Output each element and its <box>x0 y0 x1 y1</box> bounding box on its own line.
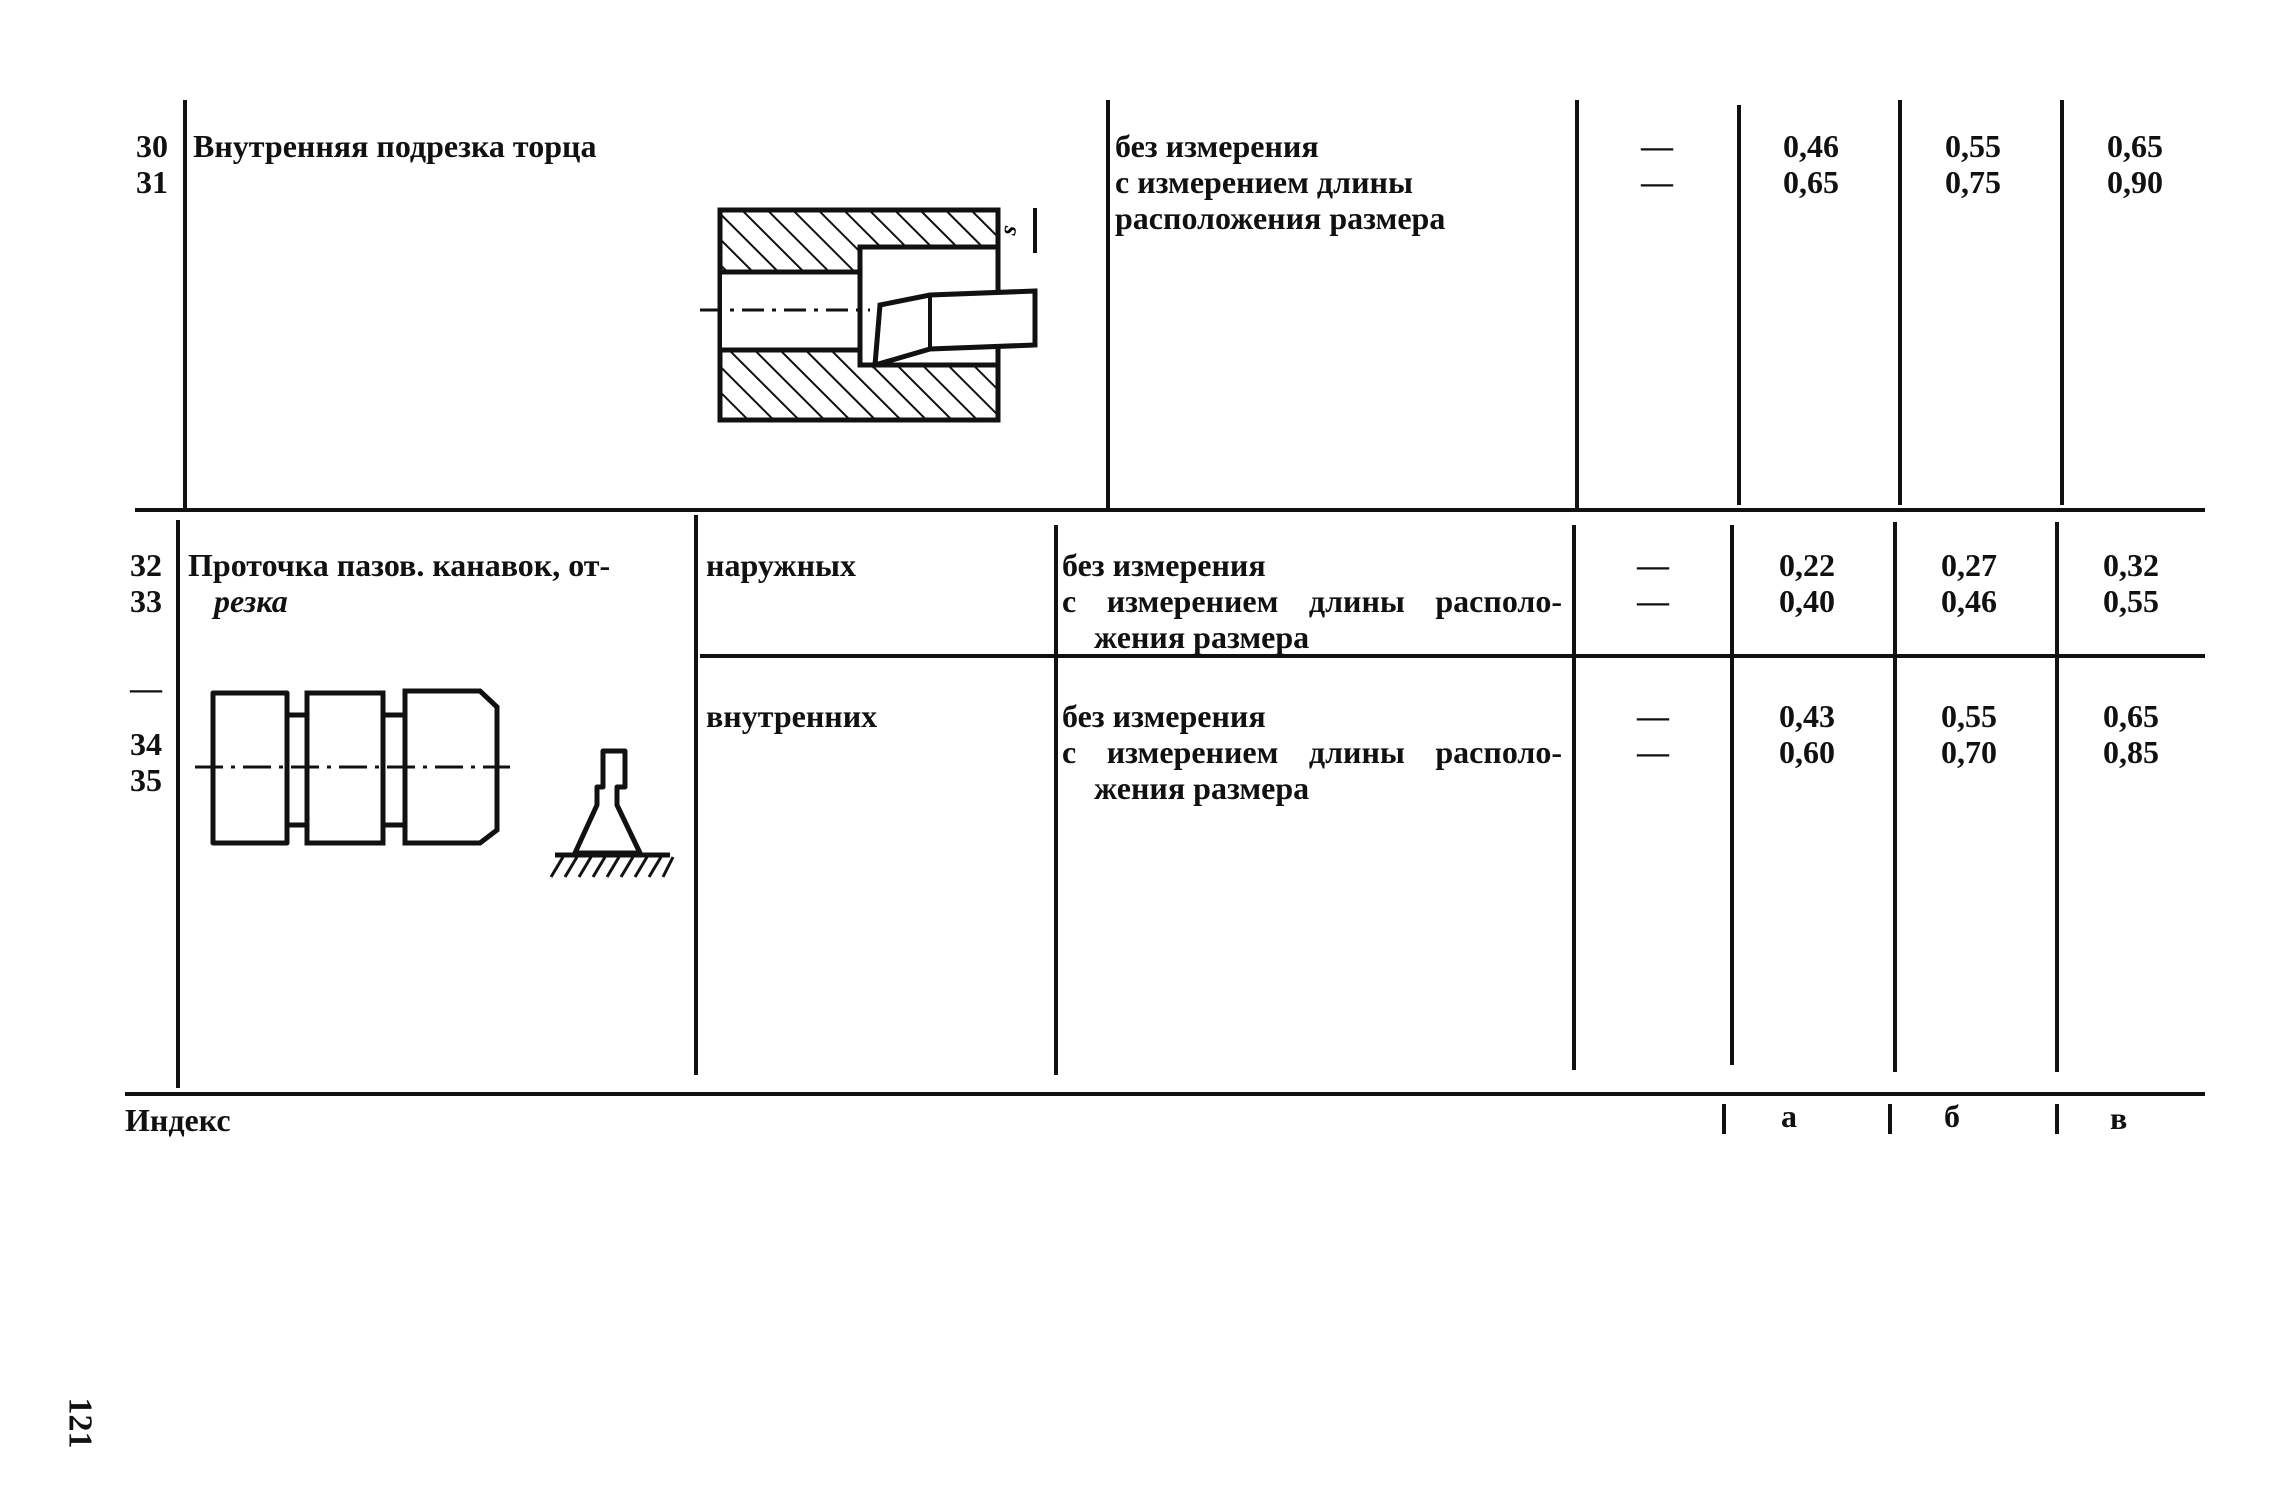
number-separator: — <box>130 670 162 706</box>
row-title: Внутренняя подрезка торца <box>193 128 597 164</box>
internal-facing-sketch: s <box>700 207 1038 423</box>
row-number-31: 31 <box>136 164 168 200</box>
row-divider <box>135 508 2205 512</box>
value-a: 0,46 <box>1783 128 1839 164</box>
condition-line: с измерением длины располо- <box>1062 583 1562 619</box>
row2-sub-border <box>694 515 698 1075</box>
row1-dash-border <box>1575 100 1579 508</box>
dash-cell: — <box>1637 547 1669 583</box>
condition-line: жения размера <box>1094 619 1310 655</box>
row1-b-border <box>1898 100 1902 505</box>
value-b: 0,70 <box>1941 734 1997 770</box>
row-number-30: 30 <box>136 128 168 164</box>
row2-v-border <box>2055 522 2059 1072</box>
value-b: 0,55 <box>1945 128 2001 164</box>
value-v: 0,85 <box>2103 734 2159 770</box>
condition-line: расположения размера <box>1115 200 1446 236</box>
row-title: Проточка пазов. канавок, от- <box>188 547 611 583</box>
subrow-divider <box>700 654 2205 658</box>
dash-cell: — <box>1641 128 1673 164</box>
row-number-32: 32 <box>130 547 162 583</box>
condition-line: без измерения <box>1062 698 1266 734</box>
dash-cell: — <box>1637 583 1669 619</box>
row1-cond-border <box>1106 100 1110 508</box>
value-b: 0,46 <box>1941 583 1997 619</box>
value-b: 0,55 <box>1941 698 1997 734</box>
column-label-v: в <box>2110 1100 2128 1136</box>
condition-line: с измерением длины <box>1115 164 1413 200</box>
subcategory-inner: внутренних <box>706 698 878 734</box>
row1-v-border <box>2060 100 2064 505</box>
value-a: 0,60 <box>1779 734 1835 770</box>
value-v: 0,55 <box>2103 583 2159 619</box>
parting-tool-sketch <box>549 748 675 878</box>
value-b: 0,27 <box>1941 547 1997 583</box>
page-number: 121 <box>61 1397 99 1449</box>
footer-rule <box>125 1092 2205 1096</box>
dash-cell: — <box>1641 164 1673 200</box>
value-v: 0,90 <box>2107 164 2163 200</box>
dash-cell: — <box>1637 698 1669 734</box>
row-number-33: 33 <box>130 583 162 619</box>
value-a: 0,40 <box>1779 583 1835 619</box>
dash-cell: — <box>1637 734 1669 770</box>
svg-text:s: s <box>995 223 1022 238</box>
row2-cond-border <box>1054 525 1058 1075</box>
footer-tick-v <box>2055 1104 2059 1134</box>
condition-line: без измерения <box>1062 547 1266 583</box>
row1-left-border <box>183 100 187 508</box>
row2-left-border <box>176 520 180 1088</box>
value-v: 0,32 <box>2103 547 2159 583</box>
value-a: 0,22 <box>1779 547 1835 583</box>
value-a: 0,65 <box>1783 164 1839 200</box>
column-label-a: а <box>1781 1098 1797 1134</box>
row-number-35: 35 <box>130 762 162 798</box>
footer-tick-a <box>1722 1104 1726 1134</box>
row2-b-border <box>1893 522 1897 1072</box>
value-a: 0,43 <box>1779 698 1835 734</box>
row2-a-border <box>1730 525 1734 1065</box>
row-number-34: 34 <box>130 726 162 762</box>
grooved-shaft-sketch <box>195 688 510 846</box>
condition-line: с измерением длины располо- <box>1062 734 1562 770</box>
value-b: 0,75 <box>1945 164 2001 200</box>
footer-tick-b <box>1888 1104 1892 1134</box>
value-v: 0,65 <box>2103 698 2159 734</box>
condition-line: жения размера <box>1094 770 1310 806</box>
row2-dash-border <box>1572 525 1576 1070</box>
subcategory-outer: наружных <box>706 547 857 583</box>
row-title-continued: резка <box>214 583 288 619</box>
condition-line: без измерения <box>1115 128 1319 164</box>
column-label-b: б <box>1944 1098 1960 1134</box>
row1-a-border <box>1737 105 1741 505</box>
value-v: 0,65 <box>2107 128 2163 164</box>
index-label: Индекс <box>125 1102 231 1138</box>
